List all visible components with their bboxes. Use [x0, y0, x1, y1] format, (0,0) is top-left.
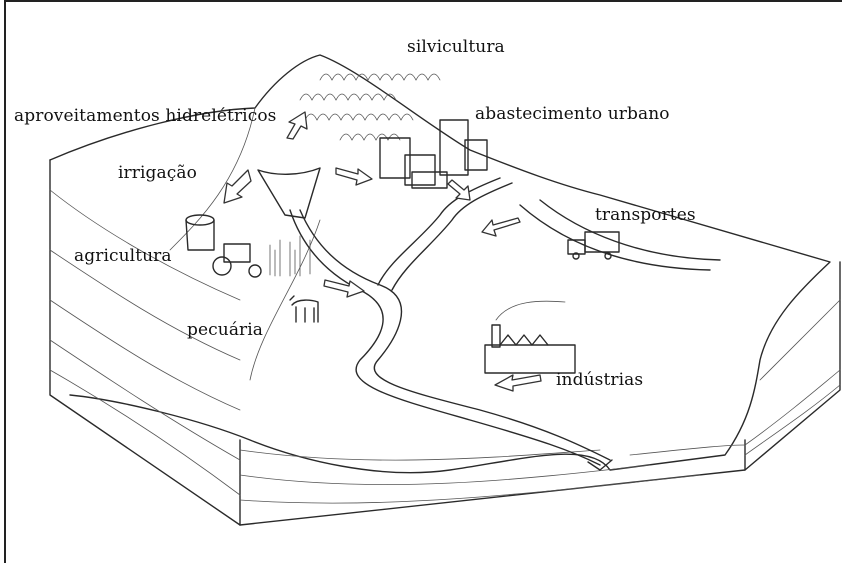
flow-arrows — [224, 112, 541, 391]
crops-icon — [270, 236, 310, 276]
arrow-transport — [482, 218, 520, 236]
arrow-hydro — [287, 112, 307, 139]
label-irrigacao: irrigação — [118, 163, 197, 183]
label-hidreletricos: aproveitamentos hidrelétricos — [14, 106, 277, 126]
label-pecuaria: pecuária — [187, 320, 263, 340]
label-silvicultura: silvicultura — [407, 37, 505, 57]
label-transportes: transportes — [595, 205, 696, 225]
factory-icon — [485, 301, 575, 373]
arrow-industry — [495, 375, 541, 391]
arrow-urban — [336, 168, 372, 185]
arrow-city-out — [448, 180, 470, 200]
forest-icon — [300, 74, 440, 140]
label-abastecimento-urbano: abastecimento urbano — [475, 104, 670, 124]
river — [290, 178, 612, 470]
buildings-icon — [380, 120, 487, 188]
label-industrias: indústrias — [556, 370, 643, 390]
arrow-agri — [324, 280, 364, 297]
label-agricultura: agricultura — [74, 246, 172, 266]
arrow-irrigation — [224, 170, 251, 203]
dam-icon — [258, 168, 320, 218]
water-tank-icon — [186, 215, 214, 250]
tractor-icon — [213, 244, 261, 277]
horse-icon — [290, 296, 318, 322]
